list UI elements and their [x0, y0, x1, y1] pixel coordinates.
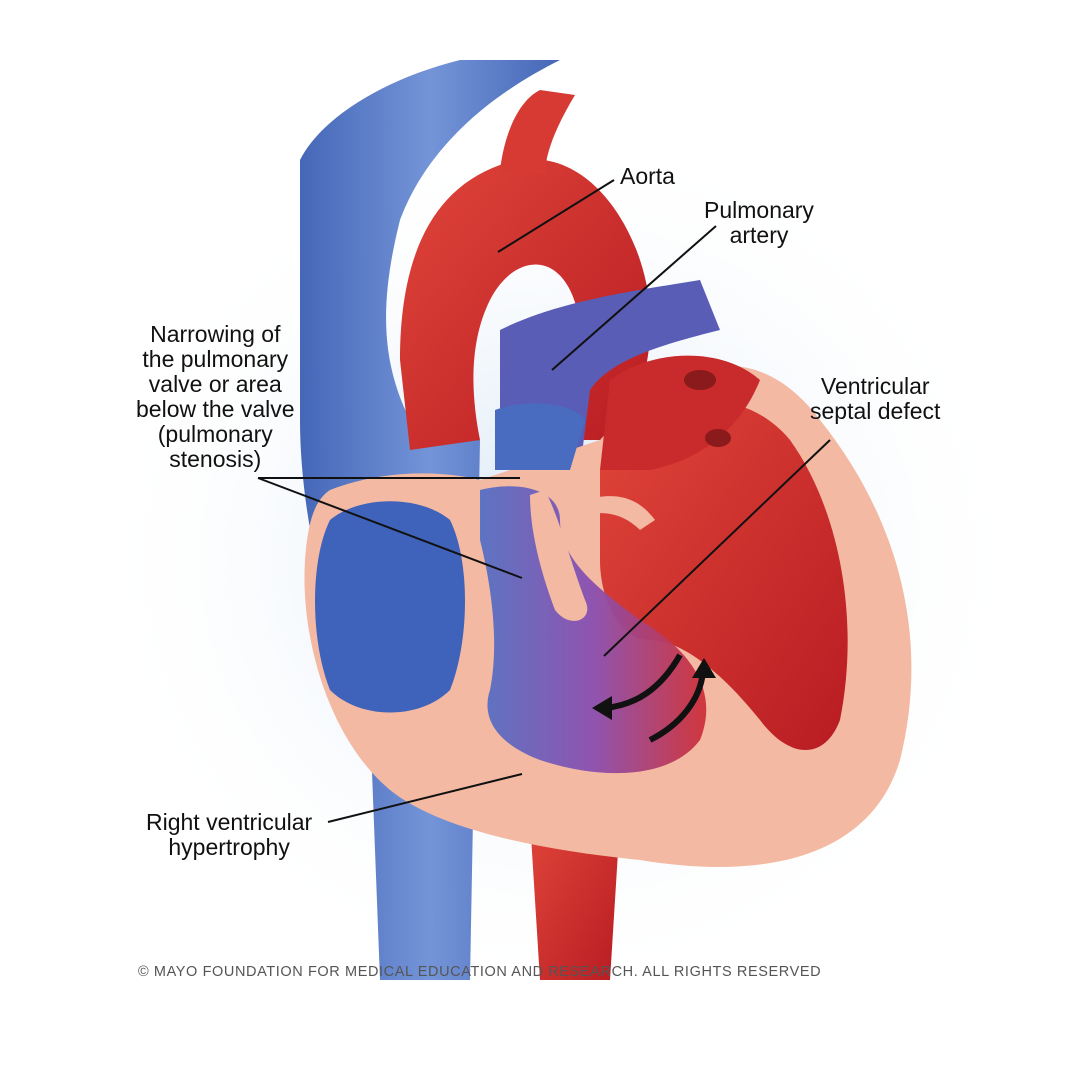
- flow-arrow-head: [692, 658, 716, 678]
- leader-line-stenosis: [257, 477, 523, 579]
- right-ventricle: [480, 486, 707, 774]
- left-atrium: [600, 355, 760, 470]
- aortic-arch-branch: [500, 90, 575, 175]
- leader-line-pulmonary-artery: [551, 225, 717, 371]
- ventricular-septum: [530, 490, 588, 621]
- pulmonary-vein-opening: [684, 370, 716, 390]
- copyright-notice: © MAYO FOUNDATION FOR MEDICAL EDUCATION …: [138, 964, 822, 980]
- septal-band: [585, 496, 655, 530]
- leader-line-rvh: [327, 773, 523, 823]
- label-right-ventricular-hypertrophy: Right ventricular hypertrophy: [146, 809, 313, 860]
- pulmonary-vein-opening: [705, 429, 731, 447]
- leader-line-vsd: [603, 439, 831, 657]
- label-ventricular-septal-defect: Ventricular septal defect: [810, 373, 941, 424]
- right-atrium: [315, 501, 465, 713]
- left-ventricle: [600, 401, 848, 750]
- flow-arrow: [604, 653, 683, 711]
- descending-aorta: [530, 820, 620, 980]
- leader-line-aorta: [497, 179, 615, 253]
- label-pulmonary-stenosis: Narrowing of the pulmonary valve or area…: [136, 321, 295, 472]
- flow-arrow-head: [592, 696, 612, 720]
- flow-arrow: [648, 671, 706, 743]
- label-pulmonary-artery: Pulmonary artery: [704, 197, 814, 248]
- label-aorta: Aorta: [620, 163, 675, 189]
- infundibulum: [495, 403, 585, 470]
